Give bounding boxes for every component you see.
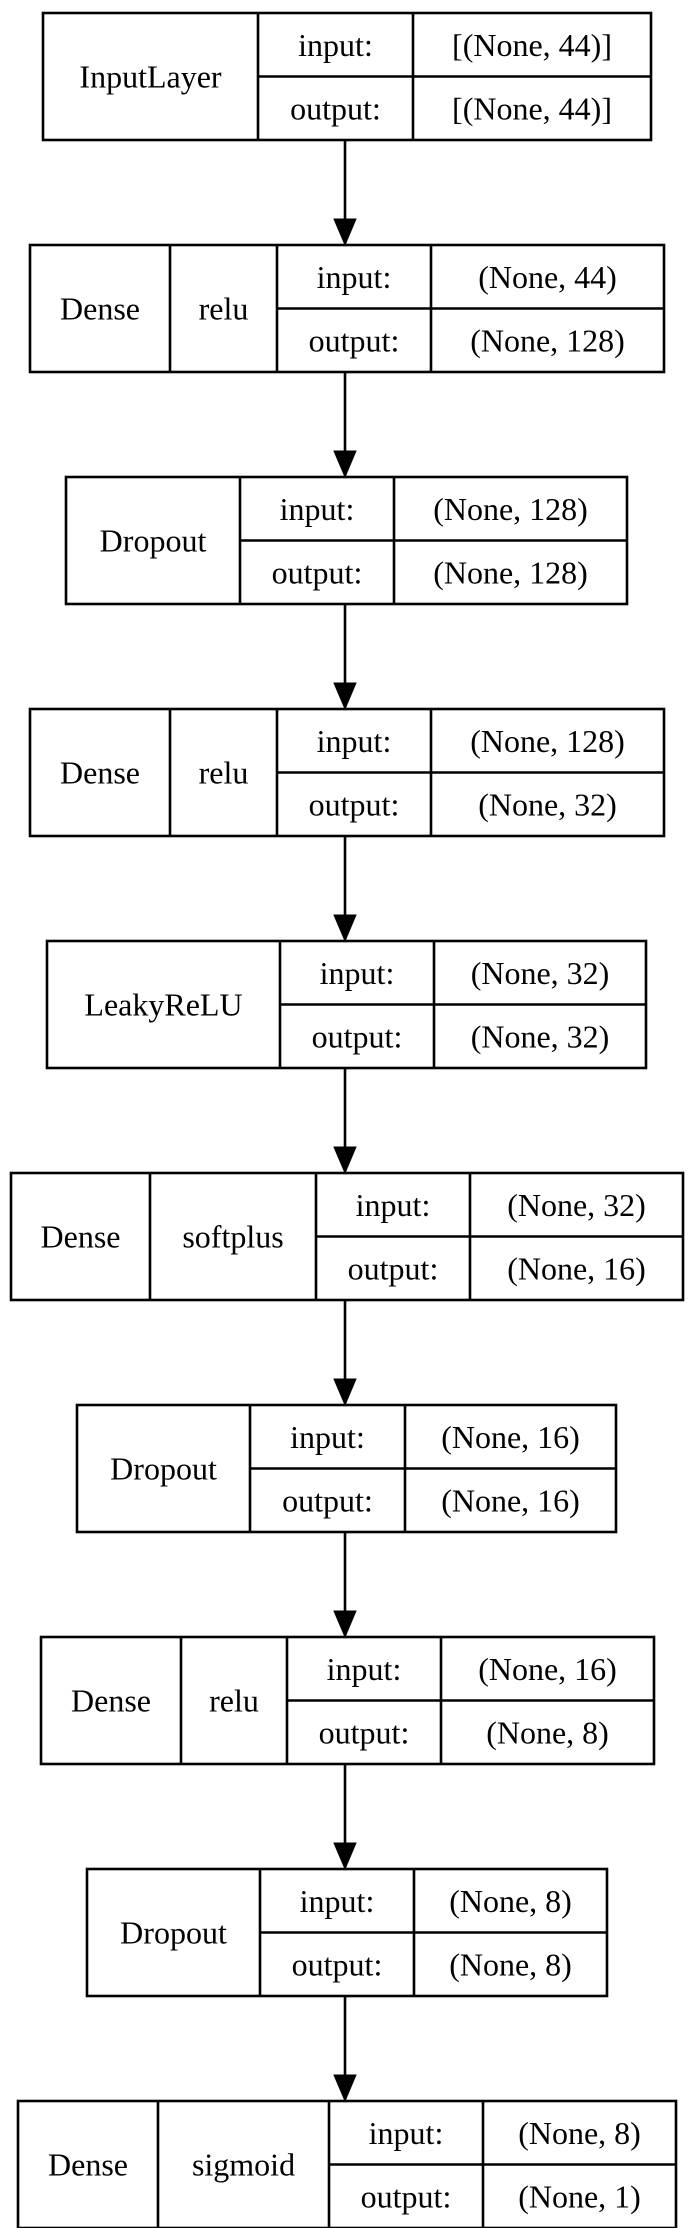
input-label: input: [280, 491, 355, 527]
layer-type-label: Dense [71, 1683, 151, 1719]
input-label: input: [320, 955, 395, 991]
layer-node: Dense softplus input: output: (None, 32) (Non… [9, 1171, 685, 1302]
layer-node: LeakyReLU input: output: (None, 32) (None, 3… [45, 939, 648, 1070]
input-shape: (None, 16) [441, 1419, 580, 1455]
output-shape: (None, 16) [441, 1482, 580, 1518]
layer-type-label: InputLayer [79, 59, 222, 95]
output-label: output: [282, 1482, 373, 1518]
output-shape: (None, 32) [478, 786, 617, 822]
layer-type-label: Dense [60, 291, 140, 327]
output-shape: (None, 128) [433, 554, 588, 590]
output-shape: (None, 128) [470, 322, 625, 358]
input-shape: (None, 44) [478, 259, 617, 295]
layer-node: Dense sigmoid input: output: (None, 8) (None,… [16, 2099, 678, 2228]
input-shape: (None, 32) [471, 955, 610, 991]
layer-type-label: Dropout [110, 1451, 217, 1487]
output-shape: [(None, 44)] [452, 90, 612, 126]
edge-arrow [333, 140, 357, 247]
input-shape: (None, 8) [518, 2115, 641, 2151]
input-shape: (None, 128) [470, 723, 625, 759]
edge-arrow [333, 1996, 357, 2103]
layer-node: Dropout input: output: (None, 16) (None, 16) [75, 1403, 618, 1534]
arrow-head-icon [333, 2074, 357, 2103]
layer-type-label: LeakyReLU [84, 987, 242, 1023]
layer-type-label: Dropout [100, 523, 207, 559]
input-shape: (None, 16) [478, 1651, 617, 1687]
input-shape: (None, 128) [433, 491, 588, 527]
arrow-head-icon [333, 218, 357, 247]
output-label: output: [309, 322, 400, 358]
output-shape: (None, 32) [471, 1018, 610, 1054]
input-label: input: [317, 723, 392, 759]
arrow-head-icon [333, 682, 357, 711]
layer-type-label: Dense [60, 755, 140, 791]
input-shape: [(None, 44)] [452, 27, 612, 63]
activation-label: sigmoid [192, 2147, 295, 2183]
output-label: output: [272, 554, 363, 590]
layer-type-label: Dense [41, 1219, 121, 1255]
edge-arrow [333, 1300, 357, 1407]
output-label: output: [361, 2178, 452, 2214]
edge-arrow [333, 1068, 357, 1175]
output-shape: (None, 8) [449, 1946, 572, 1982]
edge-arrow [333, 372, 357, 479]
input-shape: (None, 32) [507, 1187, 646, 1223]
input-label: input: [290, 1419, 365, 1455]
layer-node: InputLayer input: output: [(None, 44)] [(Non… [41, 11, 653, 142]
output-label: output: [348, 1250, 439, 1286]
activation-label: relu [209, 1683, 259, 1719]
input-label: input: [369, 2115, 444, 2151]
input-label: input: [356, 1187, 431, 1223]
output-label: output: [309, 786, 400, 822]
output-shape: (None, 16) [507, 1250, 646, 1286]
input-label: input: [298, 27, 373, 63]
arrow-head-icon [333, 914, 357, 943]
input-shape: (None, 8) [449, 1883, 572, 1919]
output-label: output: [319, 1714, 410, 1750]
layer-node: Dense relu input: output: (None, 16) (None, 8… [39, 1635, 656, 1766]
arrow-head-icon [333, 1378, 357, 1407]
edge-arrow [333, 604, 357, 711]
edge-arrow [333, 1532, 357, 1639]
activation-label: relu [199, 291, 249, 327]
output-shape: (None, 1) [518, 2178, 641, 2214]
input-label: input: [317, 259, 392, 295]
layer-node: Dense relu input: output: (None, 44) (None, 1… [28, 243, 666, 374]
input-label: input: [300, 1883, 375, 1919]
arrow-head-icon [333, 450, 357, 479]
output-shape: (None, 8) [486, 1714, 609, 1750]
activation-label: relu [199, 755, 249, 791]
layer-type-label: Dropout [120, 1915, 227, 1951]
output-label: output: [292, 1946, 383, 1982]
arrow-head-icon [333, 1610, 357, 1639]
layer-node: Dropout input: output: (None, 8) (None, 8) [85, 1867, 609, 1998]
layer-type-label: Dense [48, 2147, 128, 2183]
layer-node: Dense relu input: output: (None, 128) (None, … [28, 707, 666, 838]
arrow-head-icon [333, 1146, 357, 1175]
activation-label: softplus [182, 1219, 283, 1255]
edge-arrow [333, 1764, 357, 1871]
input-label: input: [327, 1651, 402, 1687]
layer-node: Dropout input: output: (None, 128) (None, 12… [64, 475, 629, 606]
edge-arrow [333, 836, 357, 943]
arrow-head-icon [333, 1842, 357, 1871]
output-label: output: [312, 1018, 403, 1054]
output-label: output: [290, 90, 381, 126]
